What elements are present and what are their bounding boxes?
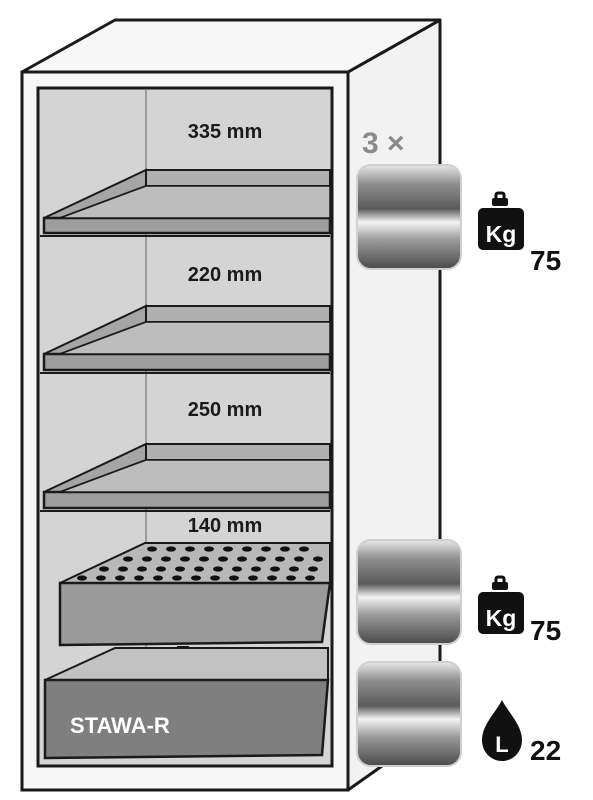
insert-hole (204, 546, 214, 552)
insert-hole (313, 556, 323, 562)
perforated-insert (58, 542, 332, 647)
insert-hole (210, 575, 220, 581)
sump-label: STAWA-R (70, 713, 170, 738)
weight-icon-text: Kg (486, 605, 517, 631)
insert-hole (175, 566, 185, 572)
insert-hole (118, 566, 128, 572)
shelf-load-value: 75 (530, 245, 561, 276)
liquid-drop-icon: L (482, 700, 522, 761)
insert-hole (153, 575, 163, 581)
insert-hole (275, 556, 285, 562)
shelf-2 (42, 304, 332, 372)
sump-cylinder-icon (356, 661, 462, 767)
shelf-height-label-2: 220 mm (188, 264, 263, 286)
insert-hole (96, 575, 106, 581)
insert-hole (267, 575, 277, 581)
shelf-height-label-4: 140 mm (188, 515, 263, 537)
insert-hole (261, 546, 271, 552)
shelf-height-label-3: 250 mm (188, 399, 263, 421)
shelf-count-label: 3 × (362, 127, 405, 160)
weight-icon: Kg (478, 191, 524, 250)
insert-hole (123, 556, 133, 562)
insert-hole (180, 556, 190, 562)
shelf-load-value: 75 (530, 615, 561, 646)
insert-hole (237, 556, 247, 562)
shelf-cylinder-icon (356, 164, 462, 270)
insert-hole (213, 566, 223, 572)
insert-hole (185, 546, 195, 552)
insert-hole (256, 556, 266, 562)
insert-hole (172, 575, 182, 581)
insert-hole (232, 566, 242, 572)
insert-hole (191, 575, 201, 581)
insert-hole (137, 566, 147, 572)
insert-hole (166, 546, 176, 552)
shelf-1 (42, 168, 332, 235)
insert-hole (286, 575, 296, 581)
shelf-height-label-1: 335 mm (188, 121, 263, 143)
insert-hole (289, 566, 299, 572)
insert-hole (308, 566, 318, 572)
insert-hole (161, 556, 171, 562)
weight-icon: Kg (478, 575, 524, 634)
sump-tray (43, 647, 330, 760)
insert-hole (77, 575, 87, 581)
weight-icon-text: Kg (486, 221, 517, 247)
insert-hole (251, 566, 261, 572)
insert-hole (199, 556, 209, 562)
shelf-3 (42, 442, 332, 510)
insert-hole (142, 556, 152, 562)
insert-hole (115, 575, 125, 581)
shelf-cylinder-icon (356, 539, 462, 645)
sump-volume-value: 22 (530, 735, 561, 766)
insert-hole (99, 566, 109, 572)
insert-hole (134, 575, 144, 581)
insert-hole (248, 575, 258, 581)
insert-hole (218, 556, 228, 562)
insert-hole (305, 575, 315, 581)
insert-hole (280, 546, 290, 552)
insert-hole (147, 546, 157, 552)
insert-hole (194, 566, 204, 572)
insert-hole (299, 546, 309, 552)
insert-hole (294, 556, 304, 562)
drop-icon-text: L (495, 732, 508, 757)
insert-hole (229, 575, 239, 581)
insert-hole (270, 566, 280, 572)
insert-hole (223, 546, 233, 552)
insert-hole (242, 546, 252, 552)
insert-hole (156, 566, 166, 572)
